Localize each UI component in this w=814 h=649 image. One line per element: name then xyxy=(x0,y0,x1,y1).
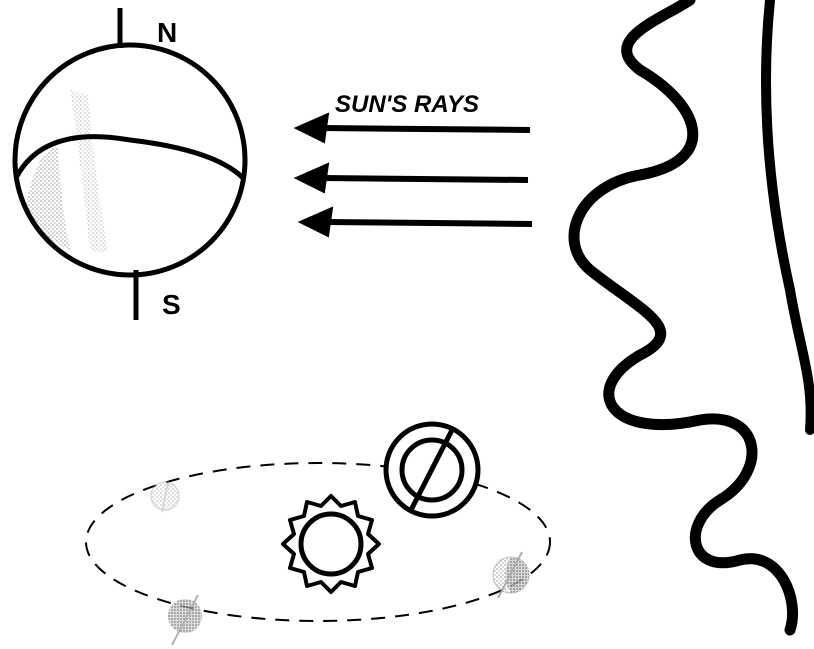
ray-arrow xyxy=(322,178,528,180)
sun-rays-arrows xyxy=(296,114,532,236)
orbit-earth-left-icon xyxy=(151,482,179,512)
sun-symbol-icon xyxy=(283,496,379,592)
arrowhead-icon xyxy=(296,164,328,192)
rays-label: SUN'S RAYS xyxy=(335,91,479,118)
arrowhead-icon xyxy=(300,208,332,236)
sun-outline-icon xyxy=(574,0,811,630)
ray-arrow xyxy=(322,128,530,130)
earth-symbol-icon xyxy=(386,424,478,516)
ray-arrow xyxy=(326,222,532,224)
orbit-earth-bottom-icon xyxy=(168,595,202,645)
south-label: S xyxy=(162,289,181,320)
earth-globe-icon xyxy=(15,8,245,320)
arrowhead-icon xyxy=(296,114,328,142)
north-label: N xyxy=(157,17,177,48)
earth-symbol-glyph: Ø xyxy=(0,0,1,1)
